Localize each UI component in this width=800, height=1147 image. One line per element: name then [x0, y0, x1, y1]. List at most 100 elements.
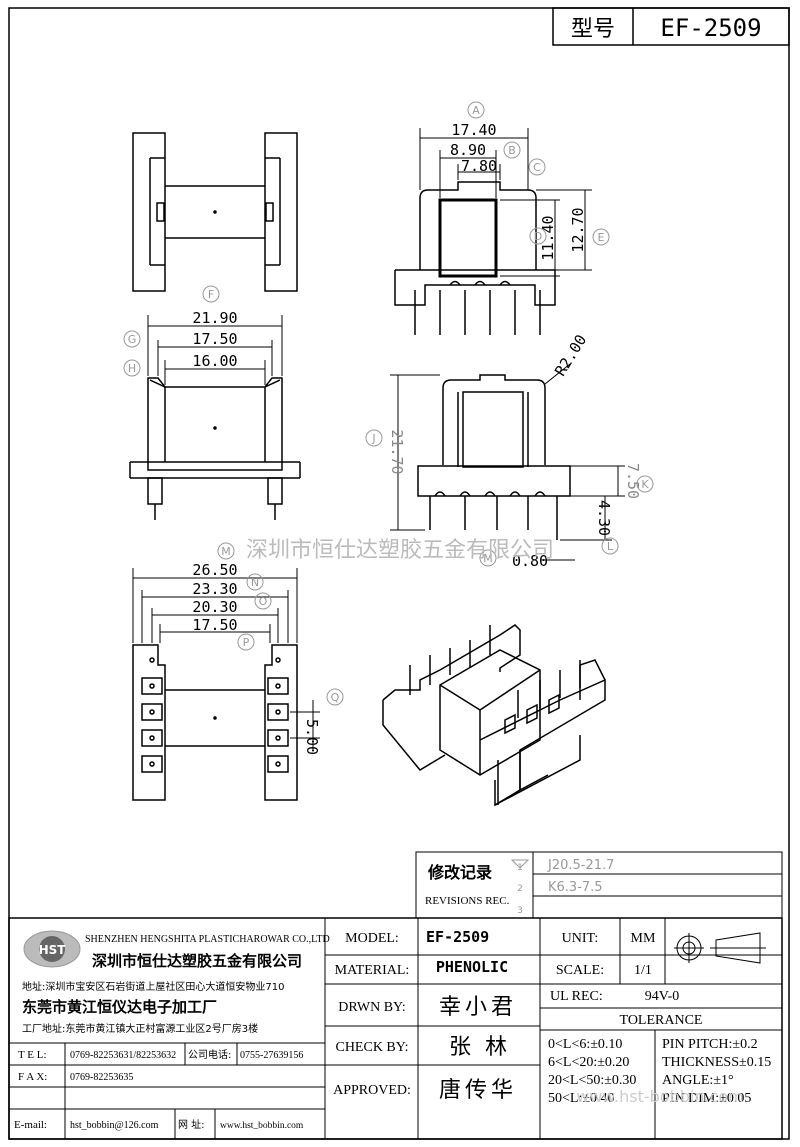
front-dims — [419, 128, 592, 277]
hst-logo: HST — [23, 930, 81, 968]
title-block: 型号 EF-2509 — [552, 7, 790, 46]
marker-k: K — [641, 478, 649, 491]
side-markers: F G H — [123, 285, 220, 377]
marker-m: M — [221, 545, 231, 558]
dim-m-elev: 4.30 — [595, 500, 613, 536]
check-value: 张 林 — [449, 1035, 507, 1060]
approved-value: 唐传华 — [439, 1078, 517, 1103]
fax-label: F A X: — [18, 1071, 47, 1083]
dim-g: 17.50 — [192, 330, 237, 348]
model-label: 型号 — [571, 17, 615, 42]
web-value: www.hst_bobbin.com — [220, 1121, 304, 1131]
spec-values: MODEL: EF-2509 MATERIAL: PHENOLIC DRWN B… — [333, 928, 771, 1106]
marker-d: D — [534, 230, 542, 243]
elevation-markers: J K L M — [365, 429, 654, 567]
watermark-url: www.hst-bobbin.com — [576, 1087, 744, 1106]
drawn-label: DRWN BY: — [338, 1000, 406, 1015]
marker-l: L — [607, 540, 614, 553]
side-dims — [147, 315, 283, 385]
revision-id-2: 2 — [517, 884, 523, 894]
email-label: E-mail: — [14, 1119, 47, 1131]
dim-d: 11.40 — [539, 215, 557, 260]
model-row-value: EF-2509 — [426, 928, 489, 946]
factory-name: 东莞市黄江恒仪达电子加工厂 — [22, 998, 217, 1016]
pin-spec-2: THICKNESS±0.15 — [662, 1055, 771, 1070]
revision-id-1: 1 — [517, 863, 523, 873]
marker-c: C — [533, 161, 541, 174]
dim-q: 5.00 — [303, 719, 321, 755]
top-view — [132, 132, 298, 292]
revisions-title: 修改记录 — [427, 863, 492, 882]
dim-j: 21.70 — [388, 429, 406, 474]
tolerance-title: TOLERANCE — [620, 1013, 703, 1028]
tolerance-2: 6<L<20:±0.20 — [548, 1055, 629, 1070]
phone-label: 公司电话: — [188, 1048, 231, 1061]
check-label: CHECK BY: — [335, 1040, 408, 1055]
scale-value: 1/1 — [634, 963, 652, 978]
dim-c: 7.80 — [461, 157, 497, 175]
marker-o: O — [259, 595, 268, 608]
dim-radius: R2.00 — [551, 331, 590, 379]
unit-value: MM — [631, 931, 656, 946]
material-value: PHENOLIC — [436, 958, 508, 976]
revision-text-2: K6.3-7.5 — [548, 880, 603, 895]
unit-label: UNIT: — [562, 931, 599, 946]
email-value: hst_bobbin@126.com — [70, 1120, 159, 1131]
iso-view — [382, 624, 606, 807]
web-label: 网 址: — [178, 1118, 205, 1131]
dim-k: 7.50 — [624, 463, 642, 499]
tolerance-4: 50<L:±0.40 — [548, 1091, 615, 1106]
bottom-view — [132, 644, 298, 801]
dim-p: 17.50 — [192, 616, 237, 634]
elevation-dims — [390, 363, 625, 561]
tolerance-1: 0<L<6:±0.10 — [548, 1037, 622, 1052]
material-label: MATERIAL: — [335, 963, 410, 978]
marker-j: J — [371, 432, 375, 445]
company-name-cn: 深圳市恒仕达塑胶五金有限公司 — [92, 952, 302, 970]
drawn-value: 幸小君 — [439, 995, 517, 1020]
tel-value: 0769-82253631/82253632 — [70, 1050, 176, 1061]
ul-label: UL REC: — [550, 989, 603, 1004]
factory-address: 工厂地址:东莞市黄江镇大正村富源工业区2号厂房3楼 — [22, 1022, 258, 1035]
revision-marker-1 — [510, 859, 530, 869]
dim-f: 21.90 — [192, 309, 237, 327]
marker-b: B — [508, 144, 516, 157]
ul-value: 94V-0 — [645, 989, 680, 1004]
pin-spec-4: PIN DIM:±0.05 — [662, 1091, 751, 1106]
marker-h: H — [128, 362, 136, 375]
dim-o: 20.30 — [192, 598, 237, 616]
model-row-label: MODEL: — [345, 931, 399, 946]
dim-e: 12.70 — [569, 207, 587, 252]
marker-e: E — [598, 231, 605, 244]
marker-a: A — [472, 104, 480, 117]
bottom-dims — [132, 568, 320, 750]
marker-p: P — [243, 636, 250, 649]
dim-n: 23.30 — [192, 580, 237, 598]
watermark-main: 深圳市恒仕达塑胶五金有限公司 — [246, 538, 554, 563]
dim-h: 16.00 — [192, 352, 237, 370]
dim-a: 17.40 — [451, 121, 496, 139]
marker-n: N — [251, 576, 259, 589]
bottom-markers: M N O P Q — [217, 542, 344, 706]
revision-id-3: 3 — [517, 906, 523, 916]
marker-q: Q — [331, 691, 340, 704]
front-dim-text: 17.40 8.90 7.80 11.40 12.70 — [450, 121, 587, 261]
marker-g: G — [128, 333, 137, 346]
front-view — [394, 181, 556, 335]
dim-b: 8.90 — [450, 141, 486, 159]
tolerance-3: 20<L<50:±0.30 — [548, 1073, 636, 1088]
bottom-dim-text: 26.50 23.30 20.30 17.50 5.00 — [192, 561, 321, 755]
pin-spec-3: ANGLE:±1° — [662, 1073, 734, 1088]
elevation-dim-text: R2.00 21.70 7.50 4.30 0.80 — [388, 331, 642, 570]
approved-label: APPROVED: — [333, 1083, 411, 1098]
marker-m-elev: M — [483, 552, 493, 565]
side-view — [129, 377, 301, 520]
spec-table — [8, 917, 783, 1140]
logo-text: HST — [39, 943, 67, 957]
company-info: SHENZHEN HENGSHITA PLASTICHAROWAR CO.,LT… — [14, 934, 330, 1131]
elevation-view — [417, 374, 571, 540]
side-dim-text: 21.90 17.50 16.00 — [192, 309, 237, 370]
dim-m: 26.50 — [192, 561, 237, 579]
fax-value: 0769-82253635 — [70, 1072, 133, 1083]
